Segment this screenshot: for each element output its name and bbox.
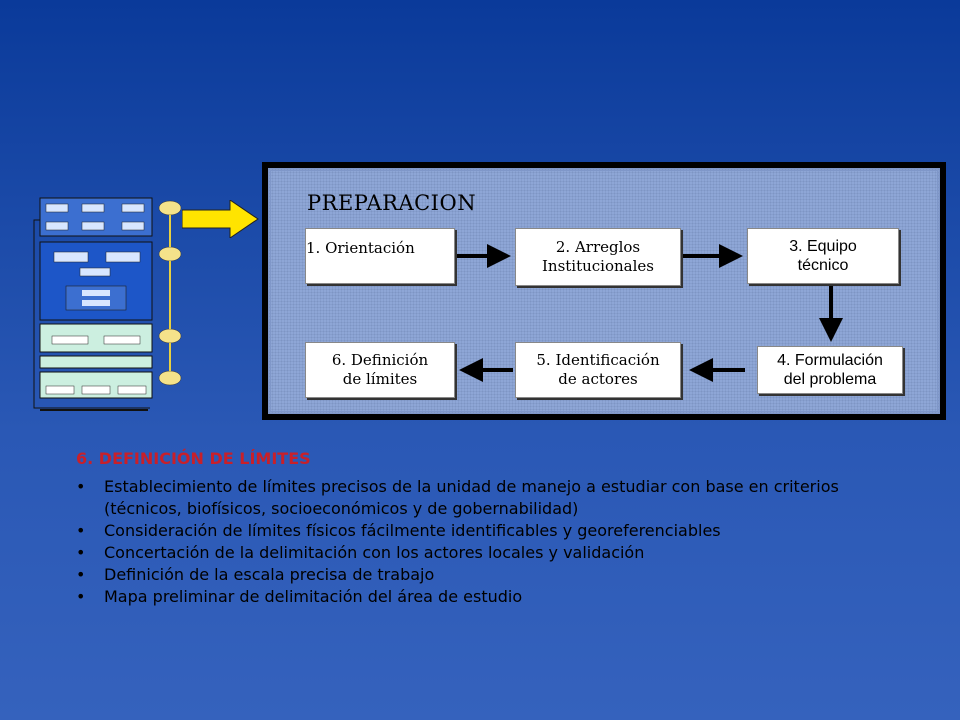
step-arreglos-institucionales: 2. Arreglos Institucionales (515, 228, 681, 286)
section-heading: 6. DEFINICIÓN DE LÍMITES (76, 449, 311, 468)
frame-title: PREPARACION (307, 191, 477, 215)
step-identificacion-actores: 5. Identificación de actores (515, 342, 681, 398)
flow-arrows (457, 244, 843, 382)
bullet-item: Concertación de la delimitación con los … (74, 542, 914, 564)
bullet-item: Consideración de límites físicos fácilme… (74, 520, 914, 542)
preparation-panel: PREPARACION 1. Orientación 2. Arreglos I… (268, 168, 940, 414)
step-definicion-limites: 6. Definición de límites (305, 342, 455, 398)
preparation-frame: PREPARACION 1. Orientación 2. Arreglos I… (262, 162, 946, 420)
step-orientation: 1. Orientación (305, 228, 455, 284)
bullet-item: Mapa preliminar de delimitación del área… (74, 586, 914, 608)
step-equipo-tecnico: 3. Equipo técnico (747, 228, 899, 284)
step-formulacion-problema: 4. Formulación del problema (757, 346, 903, 394)
flowchart-thumbnail (33, 197, 182, 411)
bullet-list: Establecimiento de límites precisos de l… (74, 476, 914, 608)
bullet-item: Definición de la escala precisa de traba… (74, 564, 914, 586)
bullet-item: Establecimiento de límites precisos de l… (74, 476, 914, 520)
yellow-arrow-icon (182, 200, 259, 238)
